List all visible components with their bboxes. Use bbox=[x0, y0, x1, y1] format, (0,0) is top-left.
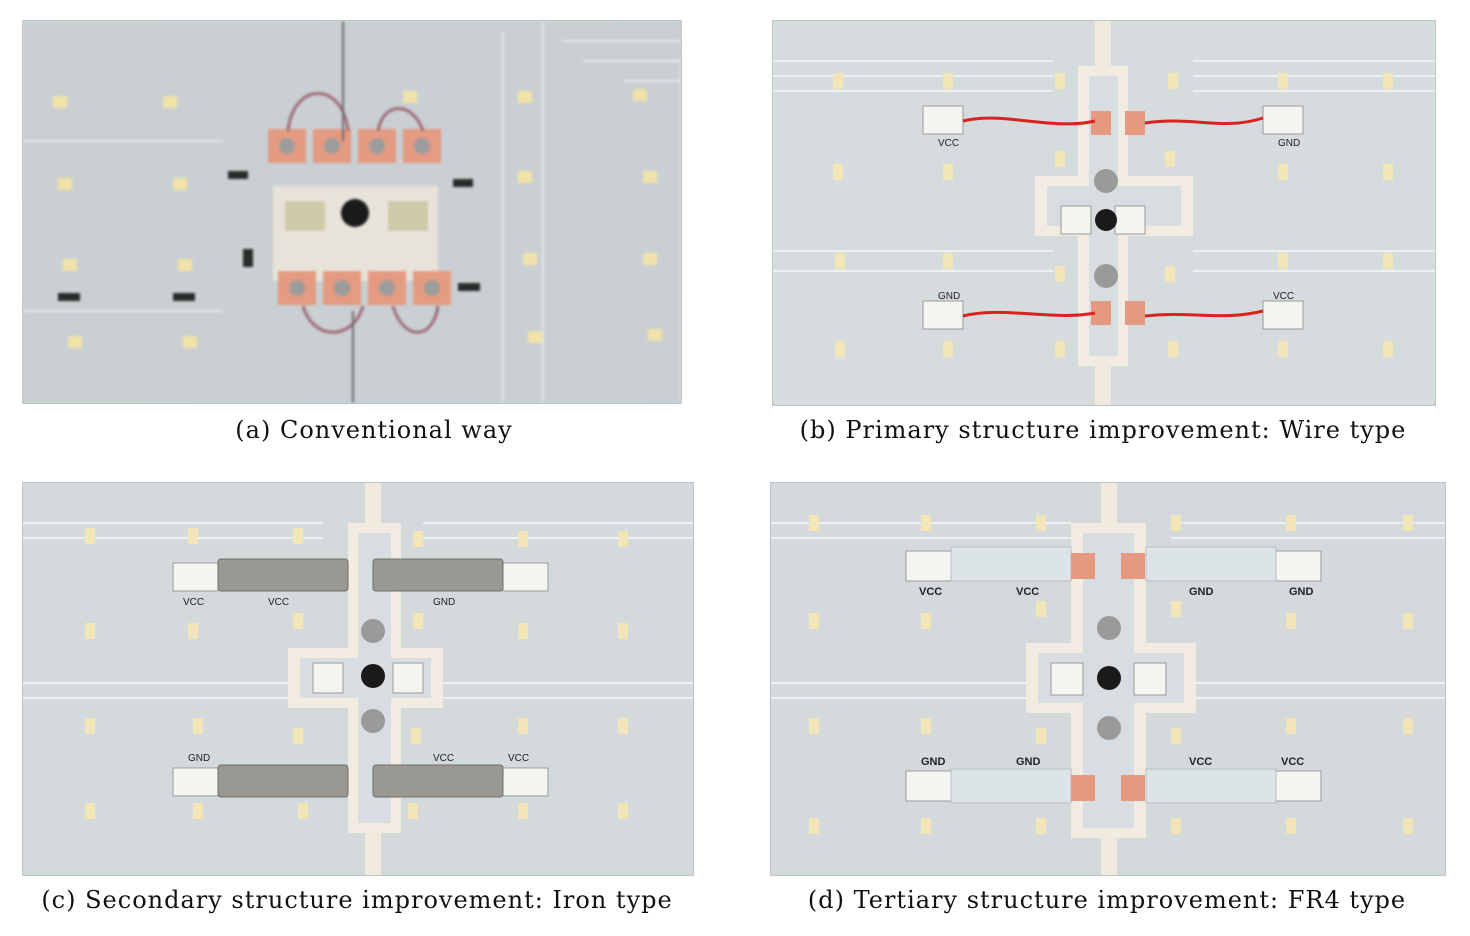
gnd-label: GND bbox=[938, 291, 960, 302]
vcc-label: VCC bbox=[1273, 291, 1294, 302]
connectors bbox=[905, 550, 1322, 802]
vcc-label: VCC bbox=[433, 753, 454, 764]
vcc-label: VCC bbox=[1016, 586, 1039, 598]
vcc-label: VCC bbox=[1189, 756, 1212, 768]
vcc-label: VCC bbox=[938, 138, 959, 149]
photo-panel-c: VCC VCC GND GND VCC VCC bbox=[22, 482, 694, 876]
caption-a: (a) Conventional way bbox=[235, 416, 513, 444]
fr4-type-board-photo: VCC VCC GND GND GND GND VCC VCC bbox=[771, 483, 1445, 875]
gnd-label: GND bbox=[1189, 586, 1214, 598]
vcc-label: VCC bbox=[919, 586, 942, 598]
gnd-label: GND bbox=[921, 756, 946, 768]
gnd-label: GND bbox=[1016, 756, 1041, 768]
vcc-label: VCC bbox=[183, 597, 204, 608]
wire-type-board-photo: VCC GND GND VCC bbox=[773, 21, 1435, 405]
led-array bbox=[53, 89, 662, 348]
photo-panel-b: VCC GND GND VCC bbox=[772, 20, 1436, 406]
red-wires bbox=[962, 116, 1264, 318]
led-array bbox=[833, 73, 1393, 357]
led-array bbox=[85, 528, 628, 819]
vcc-label: VCC bbox=[1281, 756, 1304, 768]
gnd-label: GND bbox=[188, 753, 210, 764]
vcc-label: VCC bbox=[508, 753, 529, 764]
caption-c: (c) Secondary structure improvement: Iro… bbox=[41, 886, 673, 914]
vcc-label: VCC bbox=[268, 597, 289, 608]
gnd-label: GND bbox=[1289, 586, 1314, 598]
photo-panel-a bbox=[22, 20, 682, 404]
connectors bbox=[922, 105, 1304, 330]
photo-panel-d: VCC VCC GND GND GND GND VCC VCC bbox=[770, 482, 1446, 876]
caption-d: (d) Tertiary structure improvement: FR4 … bbox=[807, 886, 1407, 914]
conventional-board-photo bbox=[23, 21, 681, 403]
gnd-label: GND bbox=[1278, 138, 1300, 149]
gnd-label: GND bbox=[433, 597, 455, 608]
iron-type-board-photo: VCC VCC GND GND VCC VCC bbox=[23, 483, 693, 875]
iron-bars bbox=[217, 558, 504, 798]
fr4-bars bbox=[950, 546, 1277, 804]
led-array bbox=[809, 515, 1413, 834]
caption-b: (b) Primary structure improvement: Wire … bbox=[799, 416, 1407, 444]
